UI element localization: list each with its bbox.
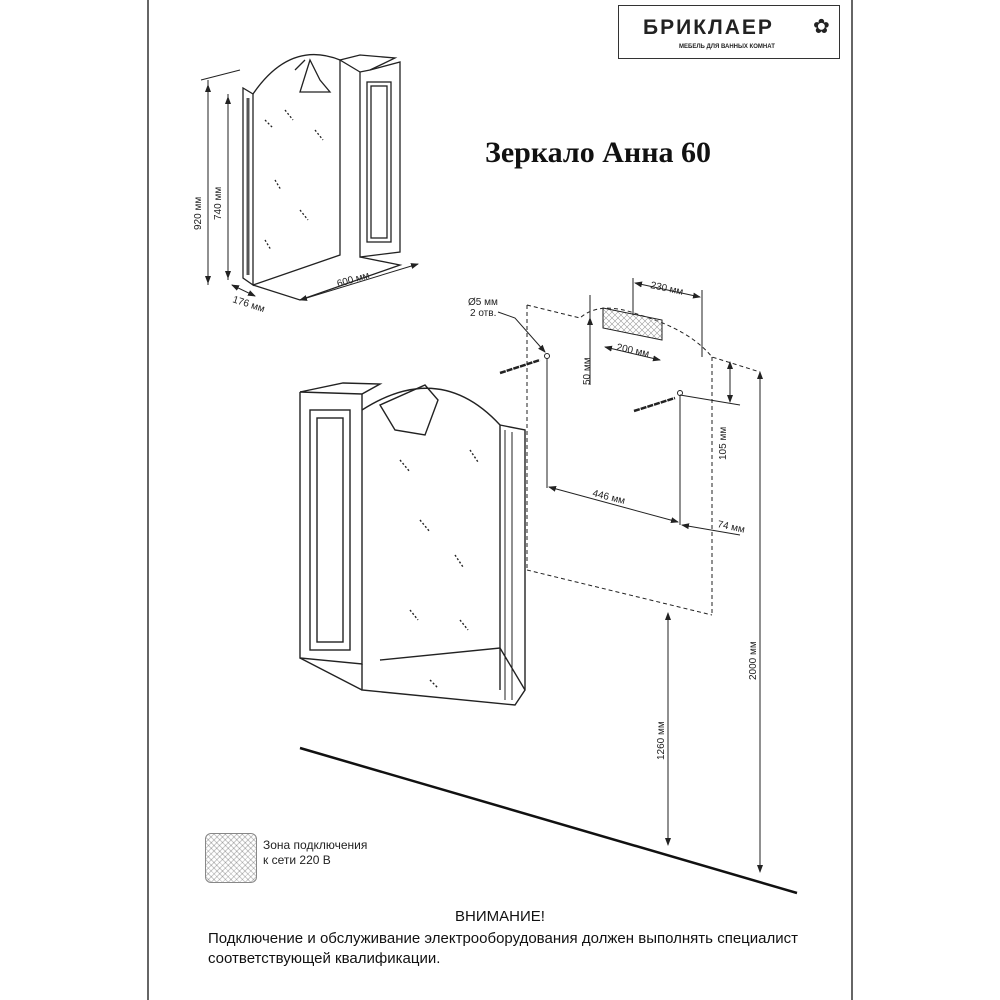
warning-text: Подключение и обслуживание электрооборуд… xyxy=(208,930,798,967)
dim-2000: 2000 мм xyxy=(748,641,759,680)
sheet-border xyxy=(147,0,853,1000)
dim-920: 920 мм xyxy=(193,197,204,230)
dim-hole: Ø5 мм xyxy=(468,297,498,308)
brand-logo: БРИКЛАЕР ✿ МЕБЕЛЬ ДЛЯ ВАННЫХ КОМНАТ xyxy=(618,5,840,59)
dim-446: 446 мм xyxy=(591,488,626,507)
mounting-plan xyxy=(497,278,763,873)
logo-tagline: МЕБЕЛЬ ДЛЯ ВАННЫХ КОМНАТ xyxy=(679,44,775,50)
connection-zone xyxy=(602,307,663,341)
product-title: Зеркало Анна 60 xyxy=(485,136,711,169)
mount-hole-left xyxy=(544,353,550,359)
dim-hole-count: 2 отв. xyxy=(470,308,496,319)
connection-zone-legend: Зона подключения к сети 220 В xyxy=(263,838,367,868)
dim-740: 740 мм xyxy=(213,187,224,220)
dim-105: 105 мм xyxy=(718,427,729,460)
legend-line-1: Зона подключения xyxy=(263,838,368,852)
logo-name: БРИКЛАЕР xyxy=(643,16,774,39)
dim-600: 600 мм xyxy=(336,270,371,290)
connection-zone-legend-swatch xyxy=(205,833,257,883)
legend-line-2: к сети 220 В xyxy=(263,853,331,867)
dim-230: 230 мм xyxy=(649,280,684,298)
mirror-drawing xyxy=(299,382,526,706)
overview-drawing xyxy=(200,53,419,301)
dim-176: 176 мм xyxy=(231,294,266,315)
floor-line xyxy=(299,746,798,895)
mount-hole-right xyxy=(677,390,683,396)
dim-50: 50 мм xyxy=(582,357,593,385)
screw xyxy=(499,358,676,413)
rose-icon: ✿ xyxy=(813,16,830,38)
dim-1260: 1260 мм xyxy=(656,721,667,760)
dim-200: 200 мм xyxy=(615,342,650,360)
warning-heading: ВНИМАНИЕ! xyxy=(455,908,545,925)
